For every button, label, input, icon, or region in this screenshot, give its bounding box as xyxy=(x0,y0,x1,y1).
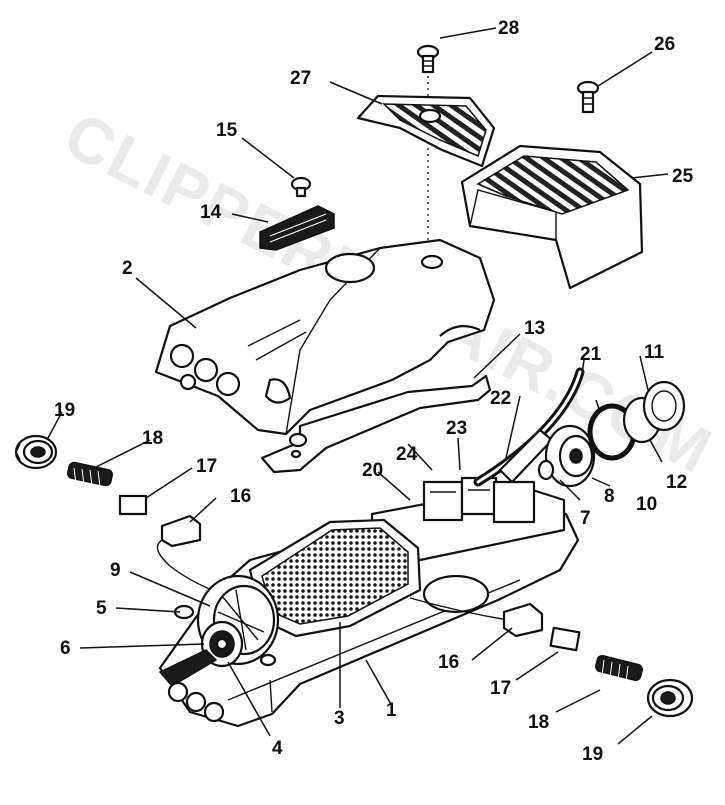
callout-15: 15 xyxy=(216,120,238,141)
callout-16-left: 16 xyxy=(230,486,251,507)
part-19-end-cap-left xyxy=(14,434,58,470)
callout-9: 9 xyxy=(110,560,121,581)
part-19-end-cap-right xyxy=(646,678,694,718)
callout-13: 13 xyxy=(524,318,545,339)
callout-labels: 28 26 27 15 14 25 2 13 21 11 22 23 24 20… xyxy=(54,18,694,765)
callout-7: 7 xyxy=(580,508,591,529)
callout-23: 23 xyxy=(446,418,467,439)
part-16-brush-holder-left xyxy=(156,514,213,591)
callout-25: 25 xyxy=(672,166,694,187)
part-18-spring-left xyxy=(66,461,114,488)
callout-6: 6 xyxy=(60,638,71,659)
callout-27: 27 xyxy=(290,68,311,89)
callout-5: 5 xyxy=(96,598,107,619)
callout-2: 2 xyxy=(122,258,133,279)
part-2-upper-housing xyxy=(154,238,496,436)
part-26-screw xyxy=(576,80,600,114)
callout-16-right: 16 xyxy=(438,652,459,673)
part-18-spring-right xyxy=(595,654,643,683)
callout-18-right: 18 xyxy=(528,712,549,733)
part-13-switch-plate xyxy=(260,374,492,474)
part-4-eccentric xyxy=(158,649,225,723)
callout-17-left: 17 xyxy=(196,456,217,477)
callout-3: 3 xyxy=(334,708,345,729)
part-7-washer xyxy=(537,459,555,481)
callout-10: 10 xyxy=(636,494,657,515)
part-3-motor-coil xyxy=(248,518,422,638)
callout-14: 14 xyxy=(200,202,222,223)
callout-4: 4 xyxy=(272,738,283,759)
part-14-switch-button xyxy=(259,205,335,251)
part-25-rear-cover xyxy=(460,144,644,290)
callout-26: 26 xyxy=(654,34,675,55)
part-17-brush-left xyxy=(118,494,148,516)
callout-18-left: 18 xyxy=(142,428,163,449)
part-27-top-cover xyxy=(356,94,496,168)
callout-12: 12 xyxy=(666,472,687,493)
part-16-brush-holder-right xyxy=(409,597,544,638)
callout-22: 22 xyxy=(490,388,511,409)
part-20-switch-block xyxy=(370,476,566,562)
callout-19-right: 19 xyxy=(582,744,603,765)
part-17-brush-right xyxy=(549,626,581,652)
callout-8: 8 xyxy=(604,486,615,507)
part-11-end-plate xyxy=(642,380,686,432)
part-8-rear-plate xyxy=(544,424,596,488)
callout-17-right: 17 xyxy=(490,678,511,699)
callout-1: 1 xyxy=(386,700,397,721)
part-28-screw xyxy=(416,44,440,74)
leader-lines xyxy=(47,27,669,745)
part-15-screw xyxy=(290,176,312,198)
callout-19-left: 19 xyxy=(54,400,75,421)
callout-20: 20 xyxy=(362,460,383,481)
callout-24: 24 xyxy=(396,444,418,465)
callout-28: 28 xyxy=(498,18,519,39)
callout-21: 21 xyxy=(580,344,602,365)
part-5-screw xyxy=(173,604,277,667)
callout-11: 11 xyxy=(644,342,665,363)
